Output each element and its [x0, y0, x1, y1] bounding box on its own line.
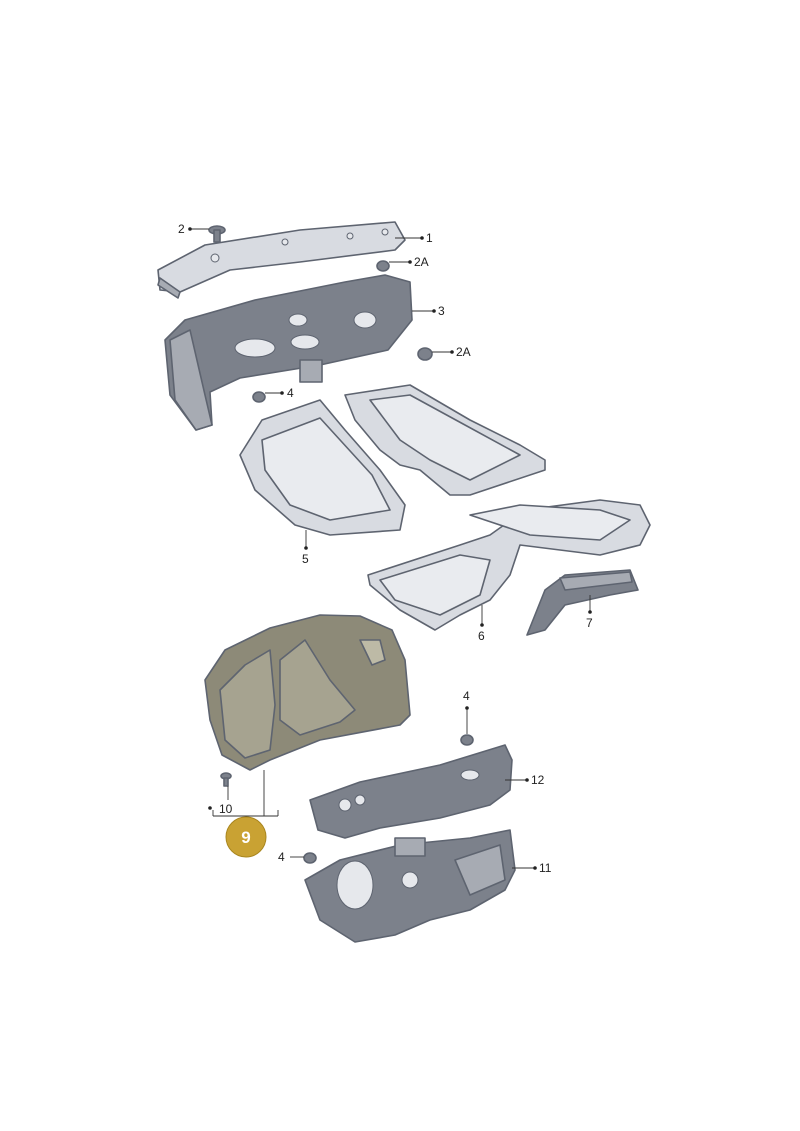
callout-2a-top: 2A: [389, 255, 429, 269]
callout-12: 12: [505, 773, 545, 787]
callout-10: 10: [208, 786, 233, 816]
callout-9-bracket: [212, 770, 279, 817]
part-2a-nut-top[interactable]: [376, 260, 390, 272]
svg-text:2A: 2A: [456, 345, 471, 359]
callout-11: 11: [512, 861, 552, 875]
part-9-hood-insulation[interactable]: [204, 614, 411, 771]
part-6-rear-floor-mat[interactable]: [367, 499, 651, 631]
svg-text:4: 4: [463, 689, 470, 703]
svg-text:10: 10: [219, 802, 233, 816]
callout-6: 6: [478, 605, 485, 643]
callout-5: 5: [302, 530, 309, 566]
callout-3: 3: [412, 304, 445, 318]
svg-text:4: 4: [287, 386, 294, 400]
part-5-front-floor-mat[interactable]: [239, 399, 406, 536]
part-4-nut-bottom[interactable]: [303, 852, 317, 864]
svg-text:6: 6: [478, 629, 485, 643]
svg-text:2: 2: [178, 222, 185, 236]
part-7-side-trim[interactable]: [526, 569, 639, 636]
part-4-nut-right[interactable]: [460, 734, 474, 746]
callout-7: 7: [586, 595, 593, 630]
part-9-badge[interactable]: 9: [225, 816, 267, 858]
part-9-badge-label: 9: [241, 828, 250, 847]
svg-text:4: 4: [278, 850, 285, 864]
part-11-firewall-lower[interactable]: [304, 829, 516, 943]
callout-1: 1: [395, 231, 433, 245]
part-10-clip[interactable]: [220, 772, 232, 787]
callout-4-right: 4: [463, 689, 470, 734]
part-2-clip[interactable]: [208, 225, 226, 243]
svg-text:7: 7: [586, 616, 593, 630]
part-12-firewall-upper[interactable]: [309, 744, 513, 839]
svg-text:12: 12: [531, 773, 545, 787]
part-3-insulation-panel[interactable]: [164, 274, 413, 431]
svg-text:2A: 2A: [414, 255, 429, 269]
svg-text:5: 5: [302, 552, 309, 566]
part-5-tunnel-mat[interactable]: [344, 384, 546, 496]
svg-text:3: 3: [438, 304, 445, 318]
callout-4-top: 4: [265, 386, 294, 400]
part-1-upper-strip[interactable]: [157, 221, 406, 299]
svg-text:11: 11: [539, 861, 552, 875]
part-4-nut-top[interactable]: [252, 391, 266, 403]
callout-2: 2: [178, 222, 209, 236]
callout-4-bottom: 4: [278, 850, 304, 864]
part-2a-nut-mid[interactable]: [417, 347, 433, 361]
callout-2a-mid: 2A: [432, 345, 471, 359]
part-9-badge-circle: [225, 816, 267, 858]
svg-text:1: 1: [426, 231, 433, 245]
